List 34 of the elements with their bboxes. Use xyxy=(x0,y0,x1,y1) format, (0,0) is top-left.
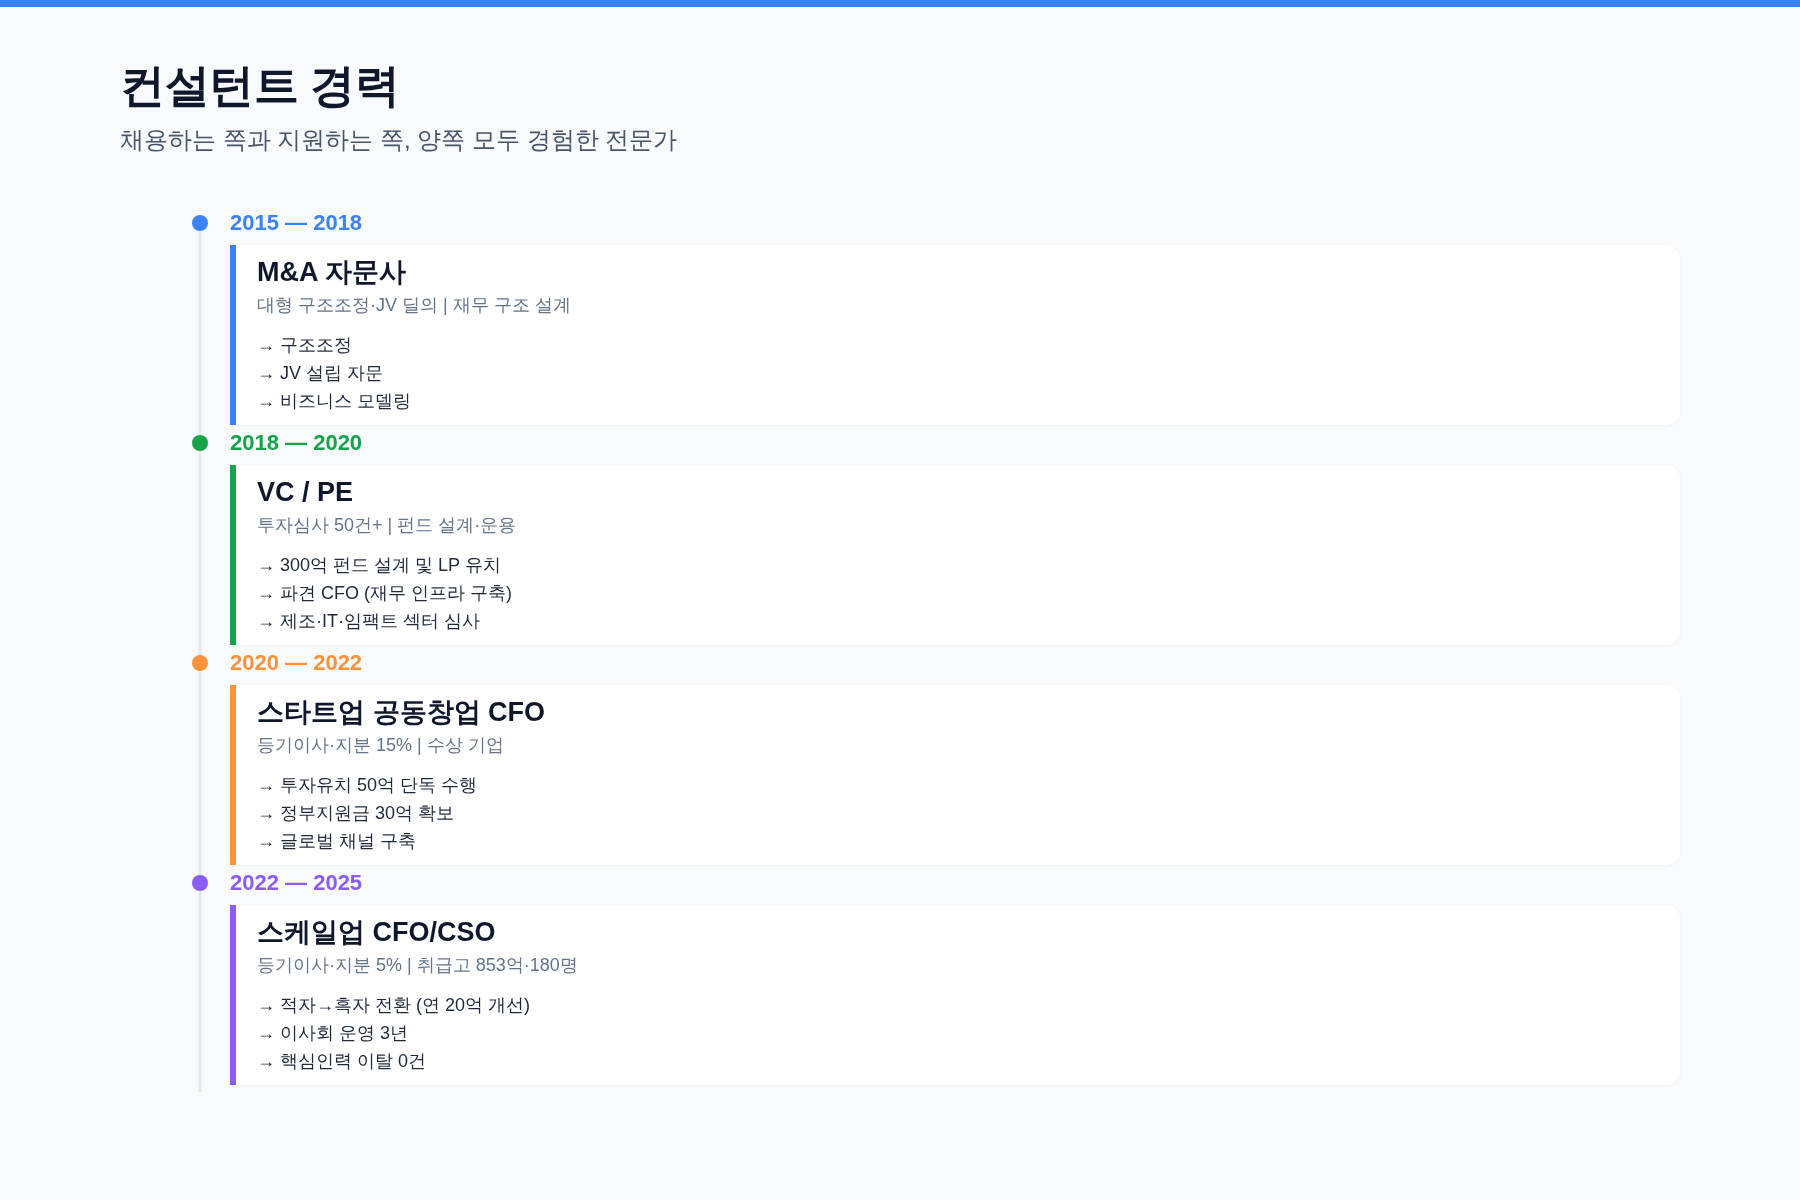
achievement-item: → 정부지원금 30억 확보 xyxy=(257,802,455,825)
achievement-item: → 파견 CFO (재무 인프라 구축) xyxy=(257,582,512,605)
role-title: 스타트업 공동창업 CFO xyxy=(257,696,545,729)
role-summary: 등기이사·지분 5% | 취급고 853억·180명 xyxy=(257,954,578,977)
period-label: 2020 — 2022 xyxy=(230,649,363,677)
timeline-dot xyxy=(192,655,208,671)
timeline-dot xyxy=(192,875,208,891)
achievement-item: → 글로벌 채널 구축 xyxy=(257,830,416,853)
period-label: 2018 — 2020 xyxy=(230,429,363,457)
achievement-item: → 적자→흑자 전환 (연 20억 개선) xyxy=(257,994,530,1017)
achievement-item: → JV 설립 자문 xyxy=(257,362,383,385)
timeline-card xyxy=(230,465,1680,645)
achievement-item: → 구조조정 xyxy=(257,334,352,357)
achievement-item: → 비즈니스 모델링 xyxy=(257,390,411,413)
role-title: 스케일업 CFO/CSO xyxy=(257,916,496,949)
achievement-item: → 핵심인력 이탈 0건 xyxy=(257,1050,426,1073)
page-subtitle: 채용하는 쪽과 지원하는 쪽, 양쪽 모두 경험한 전문가 xyxy=(120,125,678,155)
achievement-item: → 제조·IT·임팩트 섹터 심사 xyxy=(257,610,480,633)
period-label: 2015 — 2018 xyxy=(230,209,363,237)
timeline-dot xyxy=(192,435,208,451)
role-title: M&A 자문사 xyxy=(257,256,406,289)
period-label: 2022 — 2025 xyxy=(230,869,363,897)
timeline-card xyxy=(230,905,1680,1085)
page-title: 컨설턴트 경력 xyxy=(120,59,399,113)
timeline-dot xyxy=(192,215,208,231)
role-summary: 등기이사·지분 15% | 수상 기업 xyxy=(257,734,504,757)
role-title: VC / PE xyxy=(257,476,354,509)
role-summary: 투자심사 50건+ | 펀드 설계·운용 xyxy=(257,514,517,537)
role-summary: 대형 구조조정·JV 딜의 | 재무 구조 설계 xyxy=(257,294,571,317)
timeline-card xyxy=(230,685,1680,865)
timeline-card xyxy=(230,245,1680,425)
achievement-item: → 300억 펀드 설계 및 LP 유치 xyxy=(257,554,501,577)
achievement-item: → 이사회 운영 3년 xyxy=(257,1022,408,1045)
achievement-item: → 투자유치 50억 단독 수행 xyxy=(257,774,478,797)
